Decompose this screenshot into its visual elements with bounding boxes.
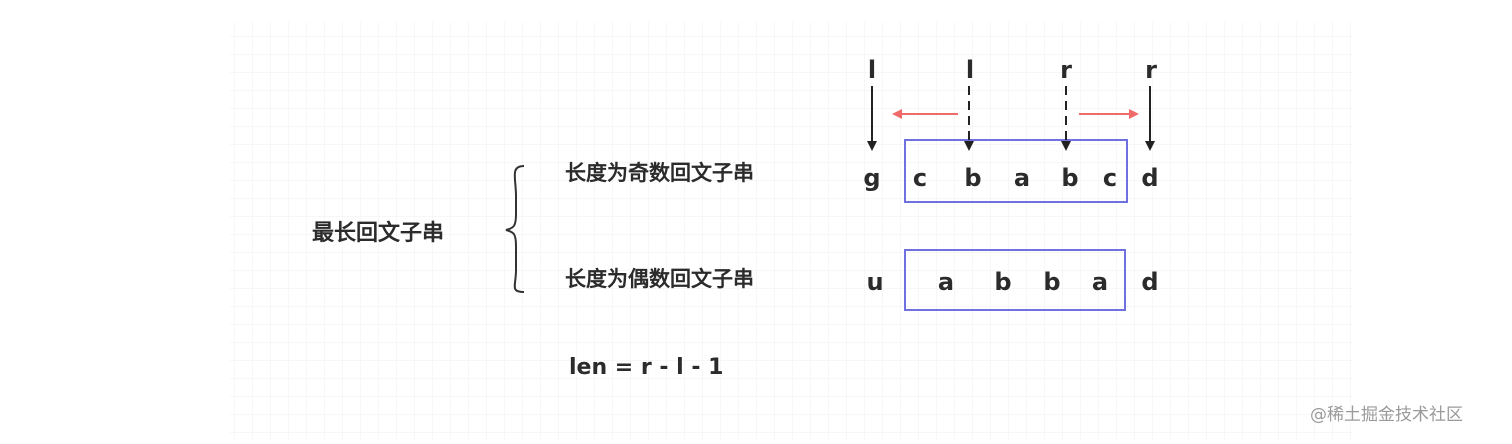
even-string-char: u (866, 268, 883, 296)
odd-string-char: b (1061, 164, 1078, 192)
odd-label: 长度为奇数回文子串 (565, 161, 754, 185)
length-formula: len = r - l - 1 (569, 355, 723, 380)
pointer-label-r: r (1060, 56, 1072, 84)
odd-string-char: c (1103, 164, 1117, 192)
odd-string-char: b (964, 164, 981, 192)
even-string-char: b (1043, 268, 1060, 296)
pointer-label-l: l (868, 56, 876, 84)
even-palindrome-box (904, 249, 1126, 311)
grid-background (230, 22, 1352, 440)
even-string-char: a (1092, 268, 1108, 296)
odd-string-char: a (1014, 164, 1030, 192)
pointer-label-r: r (1145, 56, 1157, 84)
even-string-char: d (1141, 268, 1158, 296)
odd-string-char: g (863, 164, 880, 192)
odd-string-char: c (913, 164, 927, 192)
curly-brace (505, 165, 525, 293)
even-string-char: a (938, 268, 954, 296)
odd-string-char: d (1141, 164, 1158, 192)
main-title: 最长回文子串 (312, 220, 444, 246)
watermark: @稀土掘金技术社区 (1310, 405, 1463, 425)
even-label: 长度为偶数回文子串 (565, 267, 754, 291)
even-string-char: b (994, 268, 1011, 296)
odd-palindrome-box (904, 139, 1128, 203)
pointer-label-l: l (966, 56, 974, 84)
